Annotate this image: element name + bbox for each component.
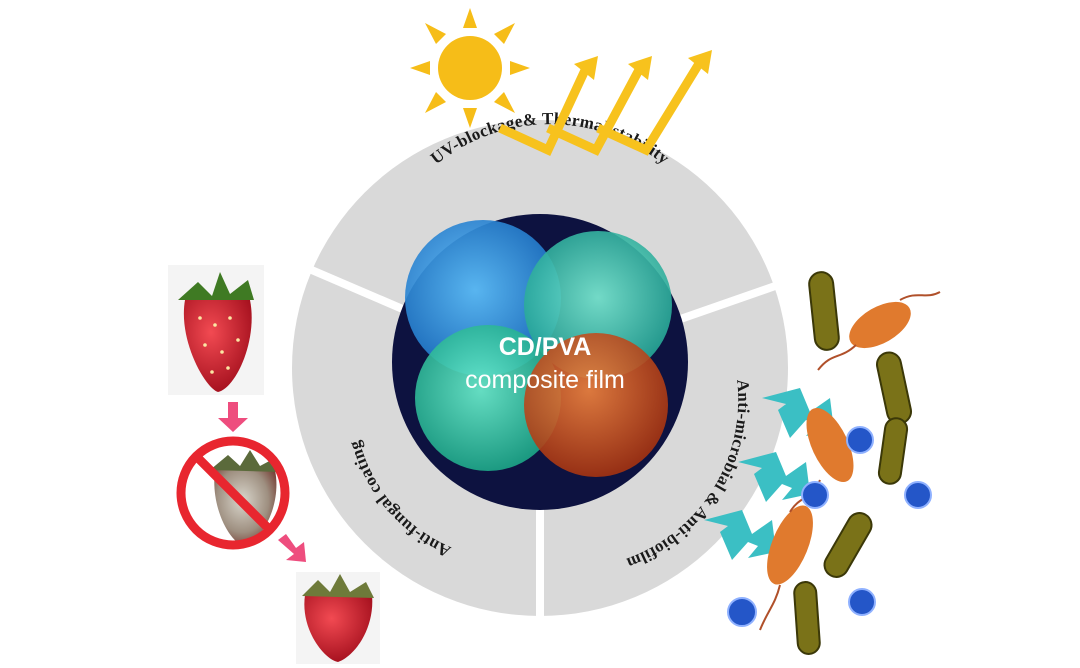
- pink-arrow-2: [278, 534, 306, 562]
- center-title-line2: composite film: [465, 366, 625, 394]
- center-title-line1: CD/PVA: [499, 333, 592, 361]
- no-sign-icon: [176, 436, 290, 550]
- pink-arrow-1: [218, 402, 248, 432]
- strawberry-fresh: [168, 265, 264, 395]
- bacteria-cluster: [727, 271, 941, 655]
- uv-reflection-arrows: [498, 50, 712, 156]
- strawberry-coated: [296, 572, 380, 664]
- sun-icon: [410, 8, 530, 128]
- film-disc-teal: [524, 231, 672, 379]
- composite-film-center: CD/PVA composite film: [392, 214, 688, 510]
- film-disc-orange: [524, 333, 668, 477]
- film-disc-green: [415, 325, 561, 471]
